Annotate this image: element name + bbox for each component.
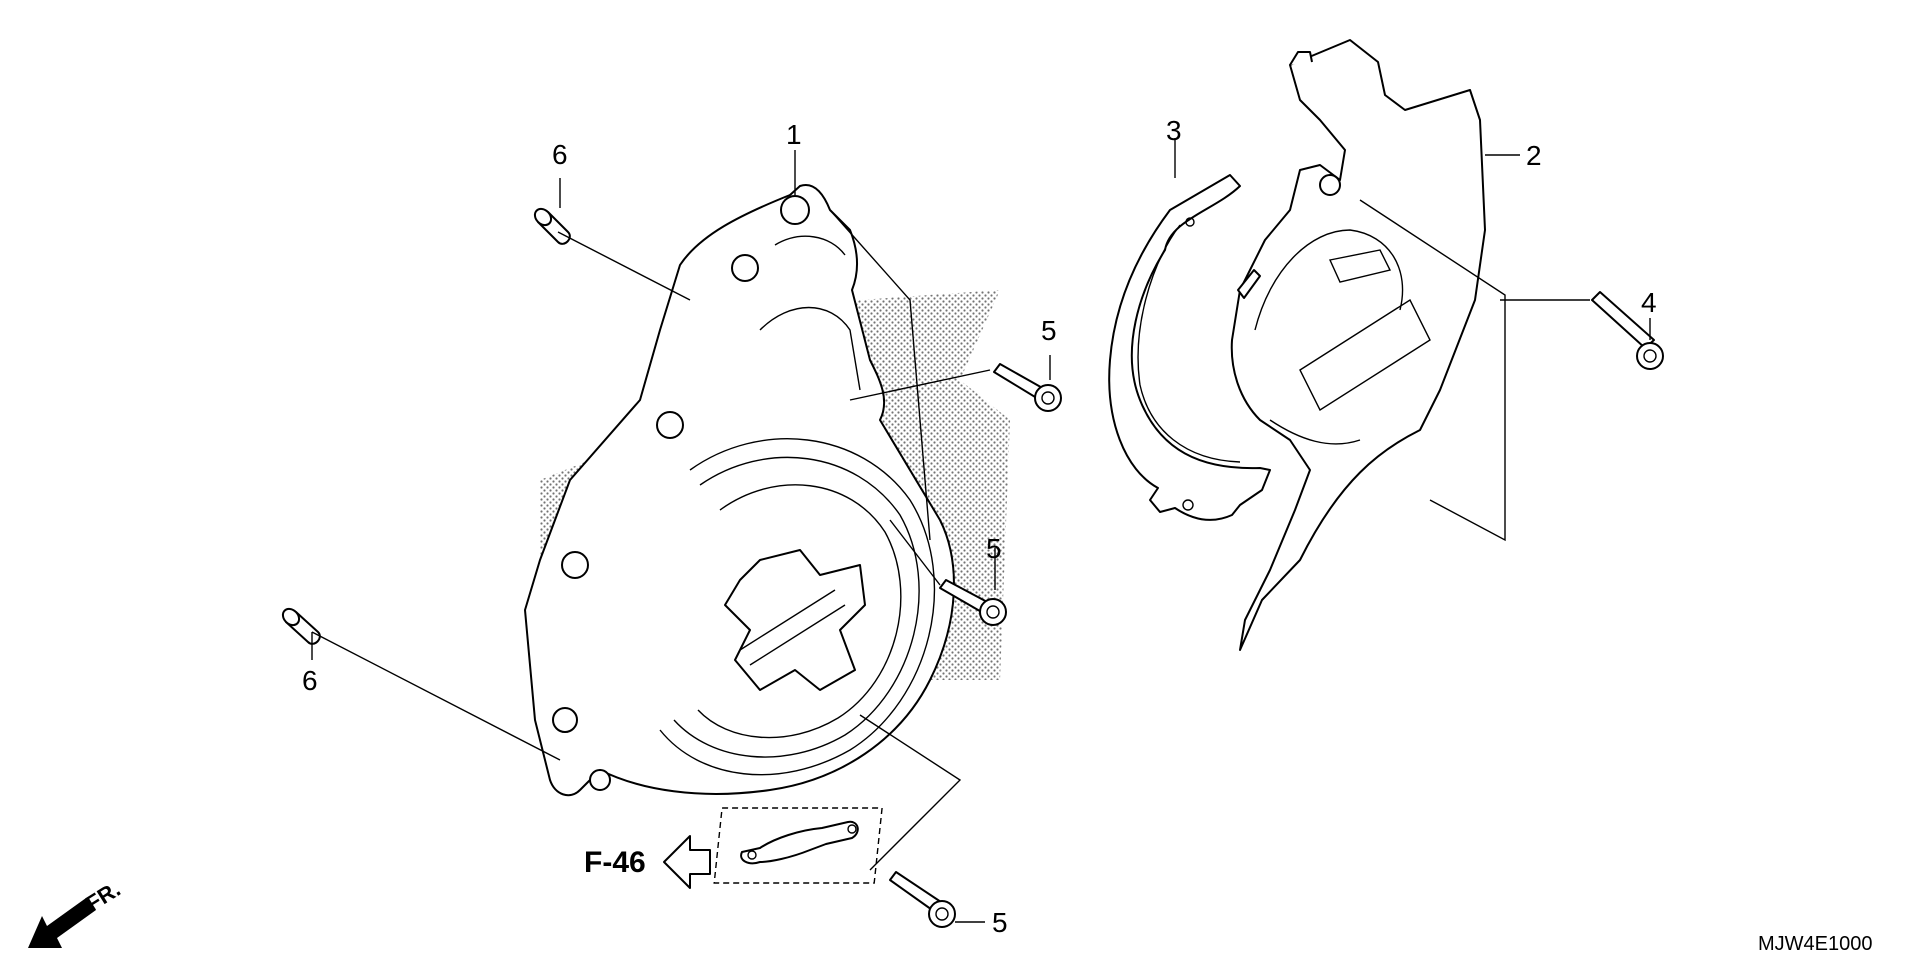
reference-label: F-46: [584, 846, 646, 879]
generator-cover[interactable]: [524, 184, 955, 797]
cover-gasket[interactable]: [1108, 174, 1271, 521]
flange-bolt-5-middle[interactable]: [939, 579, 1007, 626]
leader-lines: [311, 138, 1651, 923]
rotor-emblem: [724, 549, 866, 691]
callout-part-5b: 5: [986, 533, 1002, 564]
callout-part-3: 3: [1166, 115, 1182, 146]
front-direction-marker: FR.: [28, 876, 125, 948]
front-direction-arrow-icon: [28, 898, 96, 948]
callout-part-4: 4: [1641, 287, 1657, 318]
callout-part-2: 2: [1526, 140, 1542, 171]
callout-part-6b: 6: [302, 665, 318, 696]
callout-part-5c: 5: [992, 907, 1008, 938]
wire-bracket-group: [713, 807, 883, 884]
flange-bolt-5-lower[interactable]: [889, 871, 956, 928]
flange-bolt-4[interactable]: [1591, 291, 1664, 370]
dowel-pin-6-lower[interactable]: [280, 606, 321, 645]
callout-part-5a: 5: [1041, 315, 1057, 346]
callout-part-6a: 6: [552, 139, 568, 170]
flange-bolt-5-upper[interactable]: [993, 363, 1062, 412]
reference-arrow-left-icon: [663, 835, 711, 889]
callout-part-1: 1: [786, 119, 802, 150]
sprocket-cover[interactable]: [1230, 39, 1486, 651]
reference-link-f46[interactable]: F-46: [584, 835, 711, 889]
drawing-code: MJW4E1000: [1758, 933, 1873, 955]
dowel-pin-6-upper[interactable]: [532, 206, 571, 245]
